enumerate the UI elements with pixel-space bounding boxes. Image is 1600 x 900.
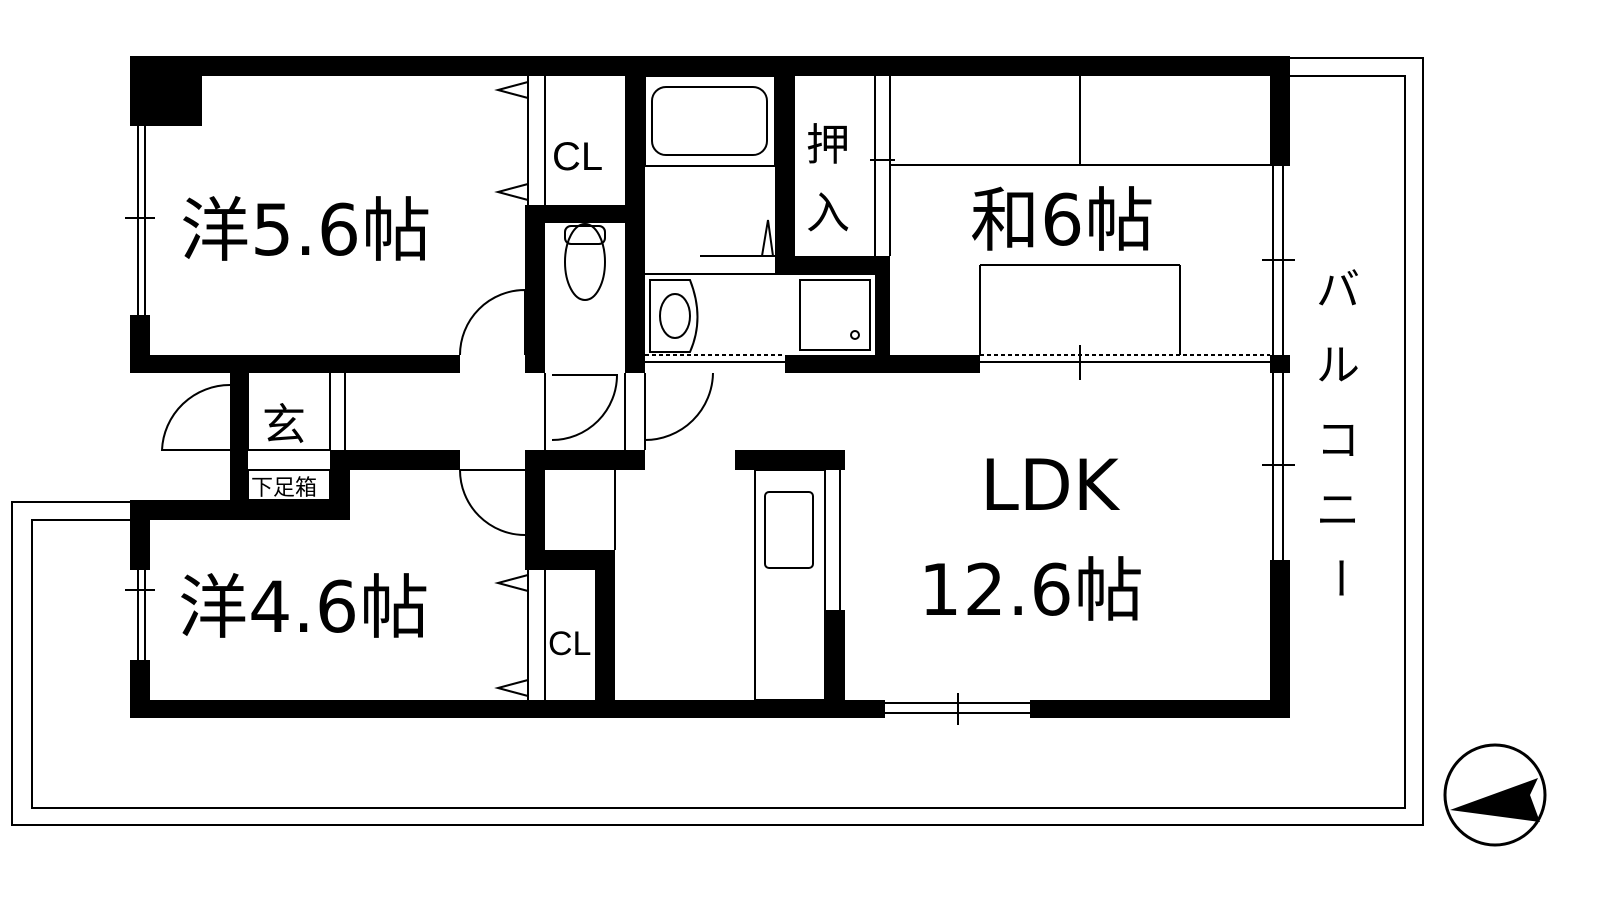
walls <box>130 56 1290 718</box>
entrance-label: 玄 <box>262 400 306 451</box>
balcony-char-4: ニ <box>1316 485 1360 536</box>
room-western-2-label: 洋4.6帖 <box>178 567 429 649</box>
room-japanese-label: 和6帖 <box>970 180 1155 262</box>
room-ldk-size: 12.6帖 <box>918 550 1144 632</box>
balcony-char-1: バ <box>1316 265 1360 316</box>
oshiire-label-1: 押 <box>806 120 850 171</box>
balcony-outline <box>11 57 1424 826</box>
closet-bottom-label: CL <box>548 625 591 663</box>
balcony-char-3: コ <box>1316 415 1360 466</box>
closet-top-label: CL <box>552 135 603 179</box>
detail-lines <box>125 75 1295 725</box>
balcony-char-2: ル <box>1316 340 1360 391</box>
room-ldk-label: LDK <box>980 445 1121 527</box>
balcony-char-5: ー <box>1314 556 1365 600</box>
shoe-box-label: 下足箱 <box>251 476 317 501</box>
room-western-1-label: 洋5.6帖 <box>180 190 431 272</box>
north-arrow-icon <box>1443 743 1547 847</box>
oshiire-label-2: 入 <box>806 188 850 239</box>
